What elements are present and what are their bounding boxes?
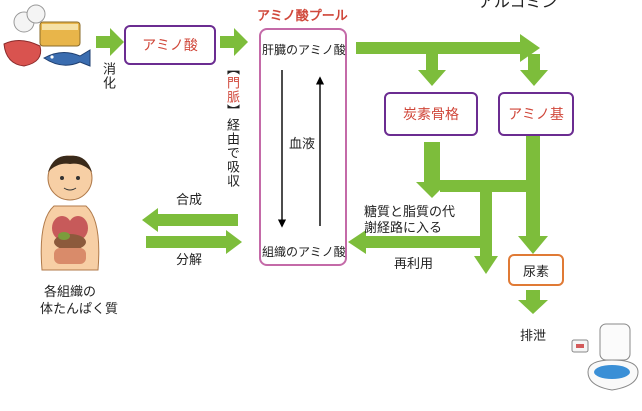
line-sugar-fat: [364, 236, 482, 248]
arrow-to-amino-group: [520, 54, 548, 86]
synthesis-label: 合成: [176, 193, 203, 208]
person-illustration: [40, 155, 100, 271]
line-amino-group-down: [526, 136, 540, 242]
urea-box: 尿素: [508, 254, 564, 286]
excretion-label: 排泄: [520, 329, 547, 344]
pool-title: アミノ酸プール: [257, 9, 348, 24]
arrow-to-carbon: [418, 54, 446, 86]
arrow-excretion: [518, 290, 548, 314]
line-reuse-down: [480, 186, 492, 260]
decomposition-label: 分解: [176, 253, 203, 268]
liver-amino-acid: 肝臓のアミノ酸: [262, 43, 346, 57]
arrow-reuse-tip: [474, 256, 498, 274]
arrow-pool-right: [356, 34, 540, 62]
arrow-to-urea: [518, 236, 548, 254]
portal-bracket-open: 【: [224, 62, 239, 76]
reuse-label: 再利用: [394, 257, 434, 272]
digest-label: 消化: [100, 62, 115, 90]
body-protein-label-2: 体たんぱく質: [40, 302, 119, 317]
header-partial: アルコミン: [478, 0, 558, 11]
portal-bracket-close: 】: [224, 104, 239, 118]
carbon-skeleton-box: 炭素骨格: [384, 92, 478, 136]
sugar-fat-label-1: 糖質と脂質の代: [364, 205, 456, 220]
portal-absorption-label: 【門脈】経由で吸収: [222, 62, 241, 188]
arrow-decomposition: [146, 230, 242, 254]
food-illustration: [3, 4, 91, 67]
arrow-absorb: [220, 28, 248, 56]
portal-vein: 門脈: [224, 76, 239, 104]
blood-label: 血液: [289, 137, 316, 152]
amino-acid-box: アミノ酸: [124, 25, 216, 65]
amino-group-box: アミノ基: [498, 92, 574, 136]
amino-acid-pool-box: [259, 28, 347, 266]
portal-rest: 経由で吸収: [224, 118, 239, 188]
body-protein-label-1: 各組織の: [44, 285, 97, 300]
arrow-to-tissue: [348, 230, 366, 254]
tissue-amino-acid: 組織のアミノ酸: [262, 245, 346, 259]
arrow-synthesis: [142, 208, 238, 232]
sugar-fat-label-2: 謝経路に入る: [364, 221, 443, 236]
toilet-illustration: [571, 323, 639, 391]
arrow-digest: [96, 28, 124, 56]
